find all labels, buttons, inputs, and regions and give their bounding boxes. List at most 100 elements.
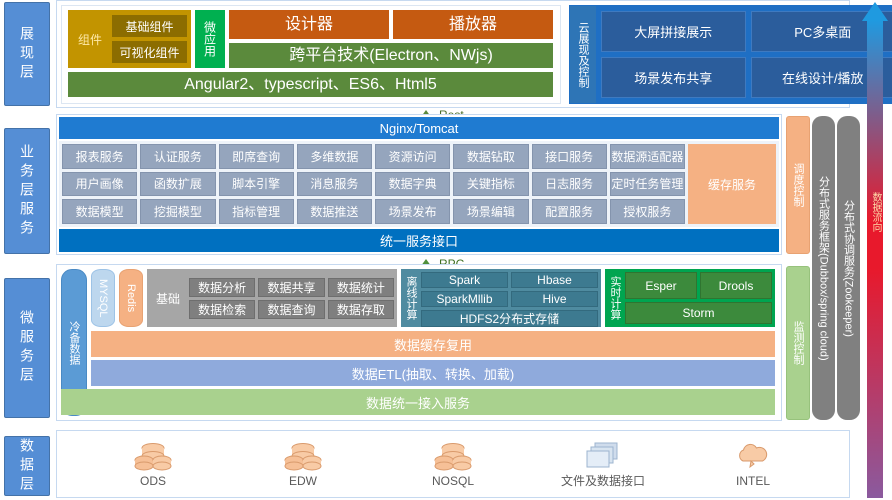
cloud-items-grid: 大屏拼接展示 PC多桌面 场景发布共享 在线设计/播放 bbox=[596, 6, 892, 103]
mysql-label: MYSQL bbox=[97, 278, 109, 318]
cache-service-box[interactable]: 缓存服务 bbox=[688, 144, 776, 224]
realtime-compute-grid: Esper Drools Storm bbox=[625, 269, 775, 327]
service-cell[interactable]: 场景编辑 bbox=[453, 199, 529, 224]
business-layer-panel: Nginx/Tomcat 报表服务 认证服务 即席查询 多维数据 资源访问 数据… bbox=[56, 114, 782, 255]
data-cache-reuse-bar[interactable]: 数据缓存复用 bbox=[91, 331, 775, 357]
service-cell[interactable]: 数据推送 bbox=[296, 199, 372, 224]
service-cell[interactable]: 授权服务 bbox=[609, 199, 685, 224]
business-services-grid: 报表服务 认证服务 即席查询 多维数据 资源访问 数据钻取 接口服务 数据源适配… bbox=[59, 141, 688, 227]
storm-bar[interactable]: Storm bbox=[625, 302, 772, 324]
base-cell[interactable]: 数据共享 bbox=[258, 277, 325, 297]
offline-cell-hive[interactable]: Hive bbox=[511, 291, 598, 307]
component-visual[interactable]: 可视化组件 bbox=[112, 41, 187, 63]
service-cell[interactable]: 脚本引擎 bbox=[218, 171, 294, 197]
realtime-compute-items: Esper Drools bbox=[625, 272, 772, 299]
offline-compute-grid: Spark Hbase SparkMllib Hive HDFS2分布式存储 bbox=[421, 269, 601, 327]
components-box[interactable]: 组件 基础组件 可视化组件 bbox=[68, 10, 191, 68]
arrow-shaft bbox=[867, 20, 883, 498]
offline-cell-sparkmllib[interactable]: SparkMllib bbox=[421, 291, 508, 307]
base-cell[interactable]: 数据检索 bbox=[189, 299, 256, 319]
data-source-label: ODS bbox=[139, 473, 166, 488]
schedule-control-label: 调度控制 bbox=[792, 163, 804, 207]
service-cell[interactable]: 消息服务 bbox=[296, 171, 372, 197]
designer-box[interactable]: 设计器 bbox=[229, 10, 389, 39]
base-cell[interactable]: 数据统计 bbox=[327, 277, 394, 297]
data-source-intel[interactable]: INTEL bbox=[705, 441, 801, 488]
service-cell[interactable]: 数据模型 bbox=[62, 199, 138, 224]
data-source-label: EDW bbox=[289, 473, 317, 488]
micro-app-box[interactable]: 微应用 bbox=[195, 10, 225, 68]
cross-platform-box[interactable]: 跨平台技术(Electron、NWjs) bbox=[229, 43, 553, 68]
data-flow-label: 数据流向 bbox=[870, 192, 881, 232]
service-cell[interactable]: 即席查询 bbox=[218, 144, 294, 169]
service-cell[interactable]: 认证服务 bbox=[140, 144, 216, 169]
realtime-compute-box: 实时计算 Esper Drools Storm bbox=[605, 269, 775, 327]
service-cell[interactable]: 接口服务 bbox=[531, 144, 607, 169]
service-cell[interactable]: 数据源适配器 bbox=[609, 144, 685, 169]
service-cell[interactable]: 函数扩展 bbox=[140, 171, 216, 197]
data-flow-arrow: 数据流向 bbox=[862, 2, 888, 498]
layer-label-microservice: 微服务层 bbox=[4, 278, 50, 418]
data-source-nosql[interactable]: NOSQL bbox=[405, 441, 501, 488]
data-source-file-interface[interactable]: 文件及数据接口 bbox=[555, 439, 651, 489]
realtime-compute-label: 实时计算 bbox=[609, 276, 621, 320]
mysql-cylinder-icon[interactable]: MYSQL bbox=[91, 269, 115, 327]
player-box[interactable]: 播放器 bbox=[393, 10, 553, 39]
redis-cylinder-icon[interactable]: Redis bbox=[119, 269, 143, 327]
distributed-service-framework-bar[interactable]: 分布式服务框架(Dubbox/spring cloud) bbox=[812, 116, 835, 420]
micro-app-label: 微应用 bbox=[202, 21, 217, 57]
base-services-box: 基础 数据分析 数据共享 数据统计 数据检索 数据查询 数据存取 bbox=[147, 269, 397, 327]
realtime-cell-drools[interactable]: Drools bbox=[700, 272, 772, 299]
data-source-ods[interactable]: ODS bbox=[105, 441, 201, 488]
distributed-coordination-bar[interactable]: 分布式协调服务(Zookeeper) bbox=[837, 116, 860, 420]
base-cell[interactable]: 数据查询 bbox=[258, 299, 325, 319]
offline-compute-items: Spark Hbase SparkMllib Hive bbox=[421, 272, 598, 307]
service-cell[interactable]: 用户画像 bbox=[62, 171, 138, 197]
redis-label: Redis bbox=[125, 283, 137, 313]
frontend-stack-box[interactable]: Angular2、typescript、ES6、Html5 bbox=[68, 72, 553, 97]
cloud-icon bbox=[739, 443, 768, 468]
hdfs-storage-bar[interactable]: HDFS2分布式存储 bbox=[421, 310, 598, 327]
offline-compute-label: 离线计算 bbox=[405, 276, 417, 320]
layer-label-presentation: 展现层 bbox=[4, 2, 50, 106]
service-cell[interactable]: 场景发布 bbox=[375, 199, 451, 224]
data-layer-panel: ODS EDW bbox=[56, 430, 850, 498]
gateway-bar[interactable]: Nginx/Tomcat bbox=[59, 117, 779, 139]
component-basic[interactable]: 基础组件 bbox=[112, 15, 187, 37]
components-title: 组件 bbox=[77, 32, 102, 47]
service-cell[interactable]: 配置服务 bbox=[531, 199, 607, 224]
service-cell[interactable]: 指标管理 bbox=[218, 199, 294, 224]
service-cell[interactable]: 日志服务 bbox=[531, 171, 607, 197]
realtime-cell-esper[interactable]: Esper bbox=[625, 272, 697, 299]
monitor-control-bar[interactable]: 监测控制 bbox=[786, 266, 810, 420]
cloud-display-control-group: 云展现及控制 大屏拼接展示 PC多桌面 场景发布共享 在线设计/播放 bbox=[569, 5, 892, 104]
schedule-control-bar[interactable]: 调度控制 bbox=[786, 116, 810, 254]
layer-label-business: 业务层服务 bbox=[4, 128, 50, 254]
service-cell[interactable]: 数据钻取 bbox=[453, 144, 529, 169]
cloud-item-large-screen[interactable]: 大屏拼接展示 bbox=[601, 11, 746, 52]
data-source-label: NOSQL bbox=[431, 473, 474, 488]
database-cylinder-icon bbox=[434, 442, 472, 470]
offline-cell-spark[interactable]: Spark bbox=[421, 272, 508, 288]
cloud-group-label-wrap: 云展现及控制 bbox=[570, 6, 596, 103]
cloud-item-scene-share[interactable]: 场景发布共享 bbox=[601, 57, 746, 98]
base-cell[interactable]: 数据存取 bbox=[327, 299, 394, 319]
offline-cell-hbase[interactable]: Hbase bbox=[511, 272, 598, 288]
service-cell[interactable]: 数据字典 bbox=[375, 171, 451, 197]
base-cell[interactable]: 数据分析 bbox=[189, 277, 256, 297]
service-cell[interactable]: 多维数据 bbox=[296, 144, 372, 169]
base-services-title: 基础 bbox=[155, 291, 180, 306]
business-services-body: 报表服务 认证服务 即席查询 多维数据 资源访问 数据钻取 接口服务 数据源适配… bbox=[59, 141, 779, 227]
monitor-control-label: 监测控制 bbox=[792, 321, 804, 365]
data-source-edw[interactable]: EDW bbox=[255, 441, 351, 488]
data-etl-bar[interactable]: 数据ETL(抽取、转换、加载) bbox=[91, 360, 775, 386]
unified-service-interface-bar[interactable]: 统一服务接口 bbox=[59, 229, 779, 252]
service-cell[interactable]: 报表服务 bbox=[62, 144, 138, 169]
service-cell[interactable]: 关键指标 bbox=[453, 171, 529, 197]
service-cell[interactable]: 资源访问 bbox=[375, 144, 451, 169]
base-services-grid: 数据分析 数据共享 数据统计 数据检索 数据查询 数据存取 bbox=[189, 275, 397, 322]
service-cell[interactable]: 挖掘模型 bbox=[140, 199, 216, 224]
service-cell[interactable]: 定时任务管理 bbox=[609, 171, 685, 197]
unified-data-access-bar[interactable]: 数据统一接入服务 bbox=[61, 389, 775, 415]
